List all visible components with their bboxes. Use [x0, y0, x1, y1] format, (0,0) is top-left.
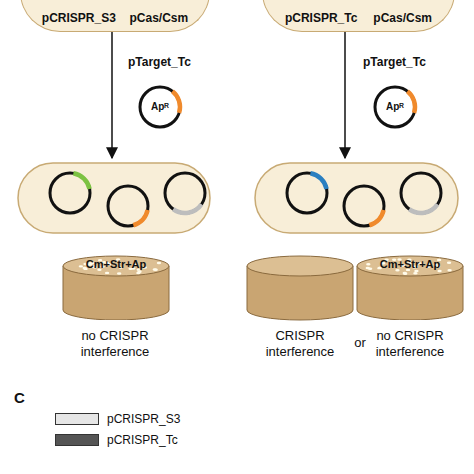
- plasmid-segment: [310, 173, 326, 189]
- flow-arrow: [344, 32, 346, 158]
- target-plasmid: pTarget_TcApᴿ: [118, 55, 208, 145]
- plasmid-name: pCRISPR_Tc: [285, 11, 357, 25]
- colony: [414, 270, 418, 272]
- agar-plate: Cm+Str+Ap: [60, 252, 172, 320]
- plasmid-segment: [73, 173, 89, 189]
- colony: [413, 272, 417, 274]
- colony: [447, 262, 451, 264]
- colony: [403, 273, 407, 275]
- colony: [79, 265, 83, 267]
- plasmid-ring: [401, 173, 441, 213]
- legend-swatch: [55, 434, 99, 446]
- colony: [447, 269, 451, 271]
- medium-label: Cm+Str+Ap: [354, 258, 466, 270]
- plasmid-segment: [369, 210, 383, 225]
- plasmid-segment: [409, 204, 437, 213]
- marker-label: pCas/Csm: [373, 11, 432, 25]
- agar-surface: [247, 256, 353, 276]
- plasmid-ring: [344, 186, 384, 226]
- plasmid-segment: [173, 204, 201, 213]
- plasmids: [50, 173, 441, 226]
- colony: [117, 272, 121, 274]
- legend-text: pCRISPR_Tc: [107, 433, 178, 447]
- bacterial-cell: [255, 163, 458, 233]
- plasmid-name: pTarget_Tc: [363, 55, 426, 69]
- plasmid-segment: [407, 91, 415, 113]
- plasmid-ring: [50, 173, 90, 213]
- bacterial-cell: pCRISPR_Tc pCas/Csm: [262, 0, 455, 32]
- medium-label: Cm+Str+Ap: [60, 258, 172, 270]
- marker-label: pCas/Csm: [129, 11, 188, 25]
- plasmid-segment: [133, 210, 147, 225]
- plasmid-ring: [165, 173, 205, 213]
- legend-entry: pCRISPR_Tc: [55, 433, 178, 447]
- outcome-label: or: [348, 335, 372, 351]
- colony: [366, 263, 370, 265]
- agar-plate: [247, 256, 353, 320]
- agar-plate: Cm+Str+Ap: [354, 252, 466, 320]
- plasmid-name: pTarget_Tc: [128, 55, 191, 69]
- colony: [157, 262, 161, 264]
- colony: [153, 268, 157, 270]
- plasmid-name: pCRISPR_S3: [42, 11, 116, 25]
- bacterial-cell: pCRISPR_S3 pCas/Csm: [20, 0, 210, 32]
- colony: [366, 267, 370, 269]
- bacterial-cell: [18, 163, 210, 233]
- legend-text: pCRISPR_S3: [107, 412, 180, 426]
- marker-label: Apᴿ: [373, 101, 417, 112]
- colony: [153, 268, 157, 270]
- outcome-label: no CRISPR interference: [367, 328, 453, 360]
- legend-swatch: [55, 413, 99, 425]
- plasmid-ring: [108, 186, 148, 226]
- colony: [437, 270, 441, 272]
- colony: [403, 272, 407, 274]
- colony: [137, 271, 141, 273]
- outcome-label: no CRISPR interference: [72, 328, 158, 360]
- legend-entry: pCRISPR_S3: [55, 412, 180, 426]
- flow-arrow: [111, 32, 113, 158]
- target-plasmid: pTarget_TcApᴿ: [353, 55, 443, 145]
- plasmid-ring: [287, 173, 327, 213]
- panel-letter: C: [14, 390, 44, 406]
- outcome-label: CRISPR interference: [257, 328, 343, 360]
- plasmid-segment: [172, 91, 180, 113]
- colony: [105, 272, 109, 274]
- marker-label: Apᴿ: [138, 101, 182, 112]
